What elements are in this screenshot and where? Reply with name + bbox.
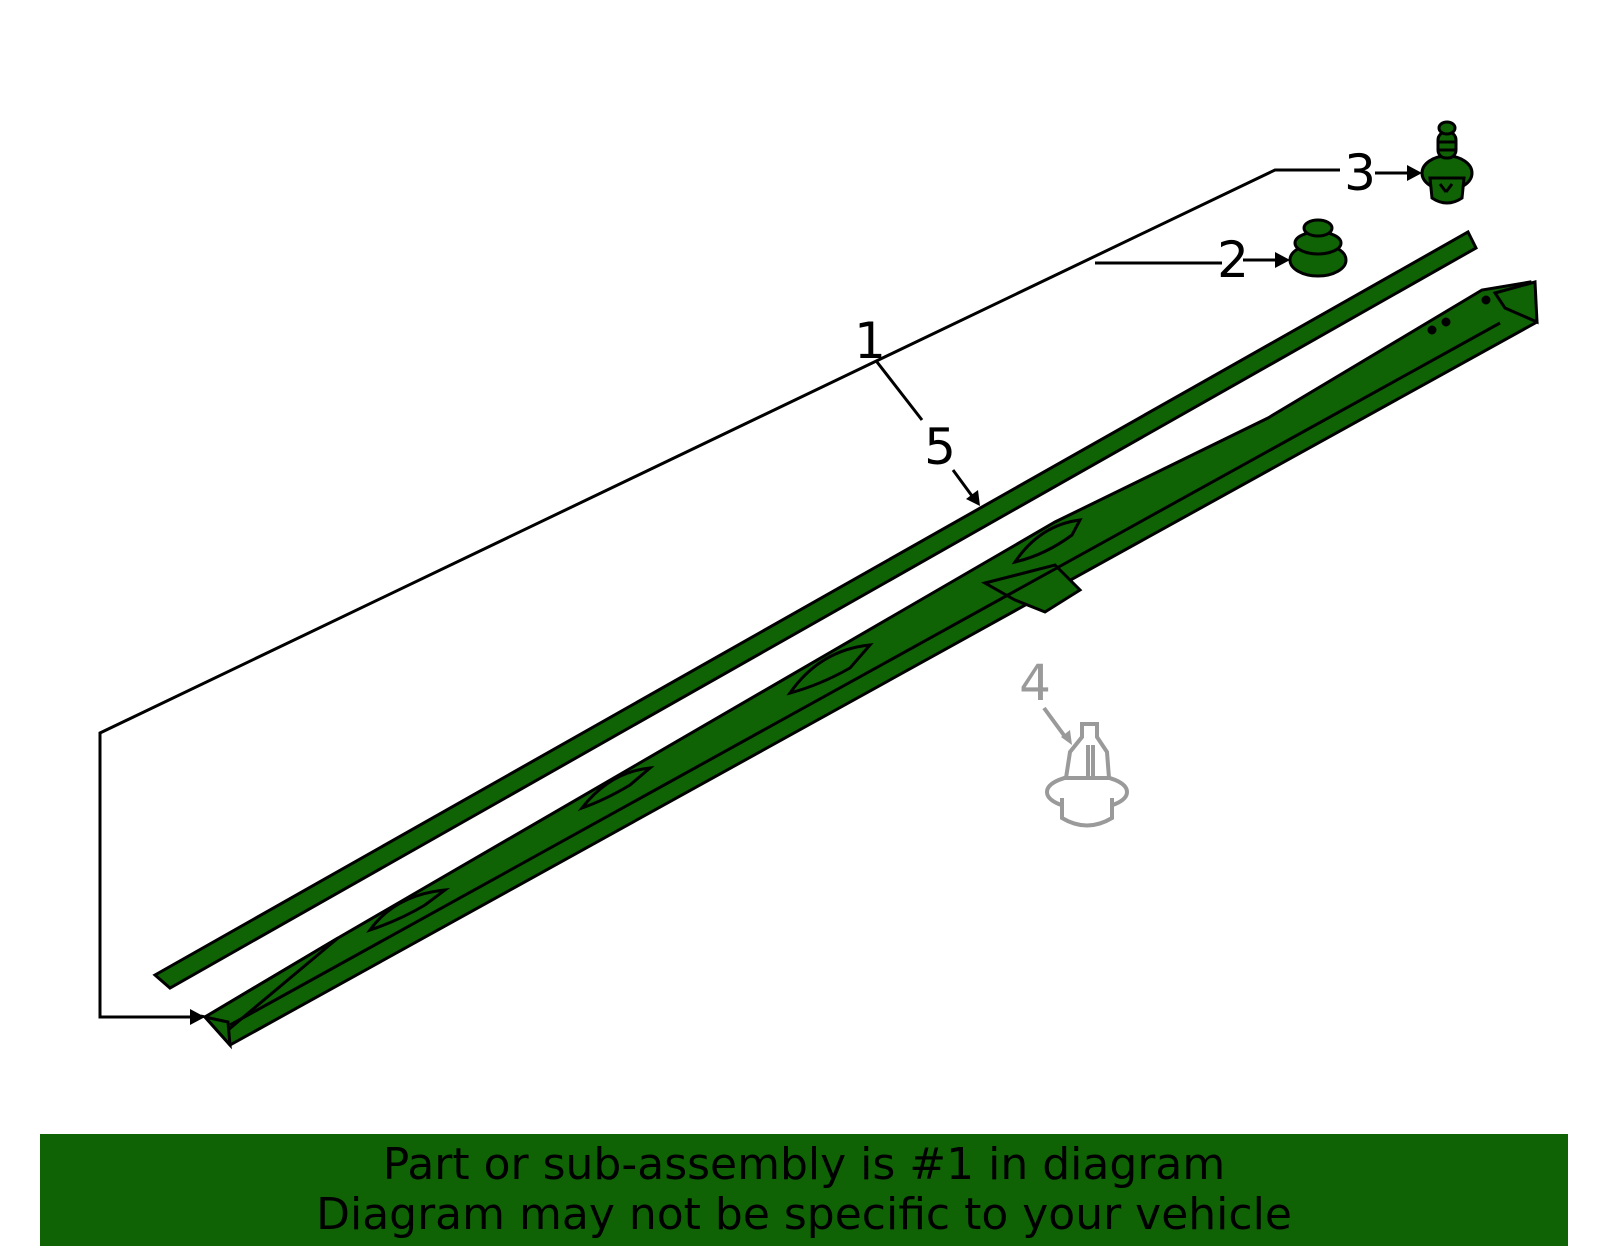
push-pin-fastener [1420,120,1474,205]
banner-line-1: Part or sub-assembly is #1 in diagram [382,1139,1226,1190]
callout-2: 2 [1217,231,1249,289]
arrowhead-4 [1061,730,1072,745]
callout-4: 4 [1019,654,1051,712]
molding-strip [152,229,1478,990]
arrowhead-5 [966,490,980,506]
callout-1: 1 [854,312,886,370]
banner-line-2: Diagram may not be specific to your vehi… [316,1189,1292,1240]
grommet-clip [1288,218,1348,278]
parts-diagram: 1 5 2 3 4 [98,120,1539,1050]
callout-5: 5 [924,418,956,476]
callout-3: 3 [1344,144,1376,202]
callout-1-leader [98,168,1410,1019]
arrowhead-1 [190,1009,205,1025]
info-banner: Part or sub-assembly is #1 in diagram Di… [40,1134,1568,1246]
rocker-panel [200,280,1539,1050]
ghost-clip [1042,706,1129,828]
arrowhead-2 [1275,252,1290,268]
arrowhead-3 [1407,165,1422,181]
leader-arrowheads [190,165,1422,1025]
